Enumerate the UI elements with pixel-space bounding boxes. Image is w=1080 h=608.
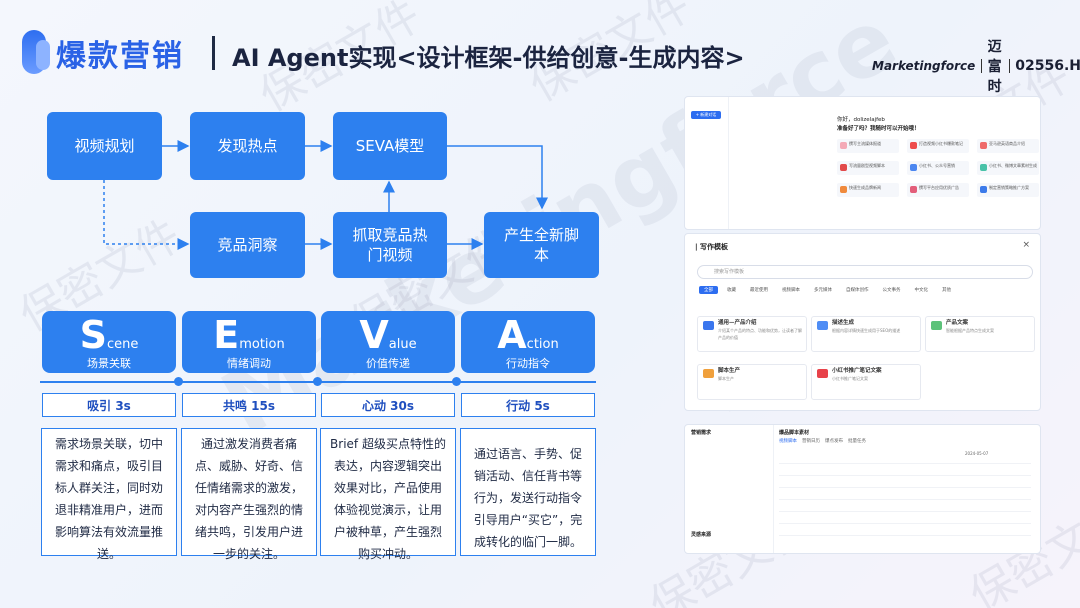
prompt-card[interactable]: 快速生成品牌新闻 <box>837 183 899 197</box>
brand-stock-code: 02556.HK <box>1015 58 1080 74</box>
tab-self-media[interactable]: 自媒体创作 <box>846 288 869 293</box>
seva-desc-action: 通过语言、手势、促销活动、信任背书等行为，发送行动指令引导用户“买它”，完成转化… <box>460 428 596 556</box>
greeting-prompt: 准备好了吗？我随时可以开始哦！ <box>837 126 920 132</box>
brand-name: 迈富时 <box>987 39 1002 95</box>
seva-card-value: Value 价值传递 <box>321 311 455 373</box>
tab-recent[interactable]: 最近使用 <box>750 288 768 293</box>
table-row[interactable] <box>779 511 1031 521</box>
page-title: 爆款营销 <box>56 39 184 74</box>
table-row[interactable] <box>779 475 1031 485</box>
table-row[interactable] <box>779 463 1031 473</box>
template-card[interactable]: 通用—产品介绍介绍某个产品的特点、功能和优势，让读者了解产品的价值 <box>697 316 807 352</box>
template-card[interactable]: 描述生成根据内容详情快速生成用于SEO的描述 <box>811 316 921 352</box>
prompt-card[interactable]: 亚马逊英语商品介绍 <box>977 139 1039 153</box>
seva-cn: 价值传递 <box>366 357 410 370</box>
prompt-card[interactable]: 小红书、微博文章素材生成 <box>977 161 1039 175</box>
seva-card-action: Action 行动指令 <box>461 311 595 373</box>
templates-title: | 写作模板 <box>695 243 728 251</box>
table-row[interactable] <box>779 499 1031 509</box>
brand-block: Marketingforce 迈富时 02556.HK <box>872 36 1080 96</box>
seva-letter: V <box>359 313 389 357</box>
seva-desc-scene: 需求场景关联，切中需求和痛点，吸引目标人群关注，同时劝退非精准用户，进而影响算法… <box>41 428 177 561</box>
screenshot-script-materials: 营销需求 灵感来源 爆品脚本素材 视频脚本 营销日历 爆点发布 批量任务 202… <box>684 424 1041 554</box>
seva-tag-desire: 心动 30s <box>321 393 455 417</box>
tab-other[interactable]: 其他 <box>942 288 951 293</box>
tab-video-script[interactable]: 视频脚本 <box>779 439 797 444</box>
screenshot-chat-home: + 新建对话 你好，dolizelajfeb 准备好了吗？我随时可以开始哦！ 撰… <box>684 96 1041 230</box>
tab-multimedia[interactable]: 多元媒体 <box>814 288 832 293</box>
prompt-card[interactable]: 撰写平台应用优质广告 <box>907 183 969 197</box>
seva-cn: 情绪调动 <box>227 357 271 370</box>
seva-card-emotion: Emotion 情绪调动 <box>182 311 316 373</box>
tab-all[interactable]: 全部 <box>699 286 718 294</box>
screenshot-writing-templates: | 写作模板 × 搜索写作模板 全部 收藏 最近使用 视频脚本 多元媒体 自媒体… <box>684 233 1041 411</box>
seva-suffix: cene <box>106 337 139 352</box>
tab-hot-release[interactable]: 爆点发布 <box>825 439 843 444</box>
prompt-card[interactable]: 小红书、公众号营销 <box>907 161 969 175</box>
table-row[interactable] <box>779 523 1031 533</box>
template-card[interactable]: 小红书推广笔记文案小红书推广笔记文案 <box>811 364 921 400</box>
seva-cn: 场景关联 <box>87 357 131 370</box>
template-search-input[interactable]: 搜索写作模板 <box>697 265 1033 279</box>
table-row[interactable] <box>779 535 1031 545</box>
title-divider <box>212 36 215 70</box>
seva-letter: S <box>79 313 107 357</box>
seva-desc-value: Brief 超级买点特性的表达，内容逻辑突出效果对比，产品使用体验视觉演示，让用… <box>320 428 456 561</box>
template-card[interactable]: 脚本生产脚本生产 <box>697 364 807 400</box>
seva-desc-emotion: 通过激发消费者痛点、威胁、好奇、信任情绪需求的激发，对内容产生强烈的情绪共鸣，引… <box>181 428 317 561</box>
tab-favorites[interactable]: 收藏 <box>727 288 736 293</box>
seva-card-scene: Scene 场景关联 <box>42 311 176 373</box>
template-tabs: 全部 收藏 最近使用 视频脚本 多元媒体 自媒体创作 公文事务 中文化 其他 <box>699 286 956 294</box>
left-panel-title: 营销需求 <box>691 430 712 436</box>
timeline-dot <box>174 377 183 386</box>
close-icon[interactable]: × <box>1022 240 1030 250</box>
seva-suffix: alue <box>388 337 417 352</box>
seva-tag-act: 行动 5s <box>461 393 595 417</box>
table-row[interactable] <box>779 487 1031 497</box>
flow-seva-model: SEVA模型 <box>333 112 447 180</box>
prompt-card[interactable]: 制定营销策略推广方案 <box>977 183 1039 197</box>
page-subtitle: AI Agent实现<设计框架-供给创意-生成内容> <box>232 44 745 72</box>
seva-tag-resonate: 共鸣 15s <box>182 393 316 417</box>
inspiration-label: 灵感来源 <box>691 532 712 538</box>
sidebar: + 新建对话 <box>685 97 729 229</box>
tab-batch[interactable]: 批量任务 <box>848 439 866 444</box>
new-chat-button[interactable]: + 新建对话 <box>691 111 721 119</box>
flow-competitor-insight: 竞品洞察 <box>190 212 305 278</box>
tab-chinese[interactable]: 中文化 <box>914 288 929 293</box>
title-accent-inner <box>36 40 50 70</box>
seva-cn: 行动指令 <box>506 357 550 370</box>
date-filter[interactable]: 2024-05-07 <box>965 451 989 456</box>
template-card[interactable]: 产品文案智能根据产品特点生成文案 <box>925 316 1035 352</box>
tab-video-script[interactable]: 视频脚本 <box>782 288 800 293</box>
flow-fetch-competitor-video: 抓取竞品热门视频 <box>333 212 447 278</box>
prompt-card[interactable]: 打造视频小红书爆款笔记 <box>907 139 969 153</box>
tab-official[interactable]: 公文事务 <box>882 288 901 293</box>
timeline-dot <box>313 377 322 386</box>
material-tabs: 视频脚本 营销日历 爆点发布 批量任务 <box>779 438 866 444</box>
seva-letter: E <box>213 313 240 357</box>
right-panel-title: 爆品脚本素材 <box>779 430 810 436</box>
seva-letter: A <box>497 313 527 357</box>
tab-calendar[interactable]: 营销日历 <box>802 439 820 444</box>
brand-logo: Marketingforce <box>872 59 976 73</box>
seva-suffix: motion <box>239 337 285 352</box>
prompt-card[interactable]: 写流量剧型视频脚本 <box>837 161 899 175</box>
flow-find-hotspot: 发现热点 <box>190 112 305 180</box>
timeline-dot <box>452 377 461 386</box>
seva-tag-attract: 吸引 3s <box>42 393 176 417</box>
seva-suffix: ction <box>526 337 559 352</box>
flow-video-planning: 视频规划 <box>47 112 162 180</box>
prompt-card[interactable]: 撰写主流媒体报道 <box>837 139 899 153</box>
greeting: 你好，dolizelajfeb <box>837 117 885 123</box>
flow-new-script: 产生全新脚本 <box>484 212 599 278</box>
